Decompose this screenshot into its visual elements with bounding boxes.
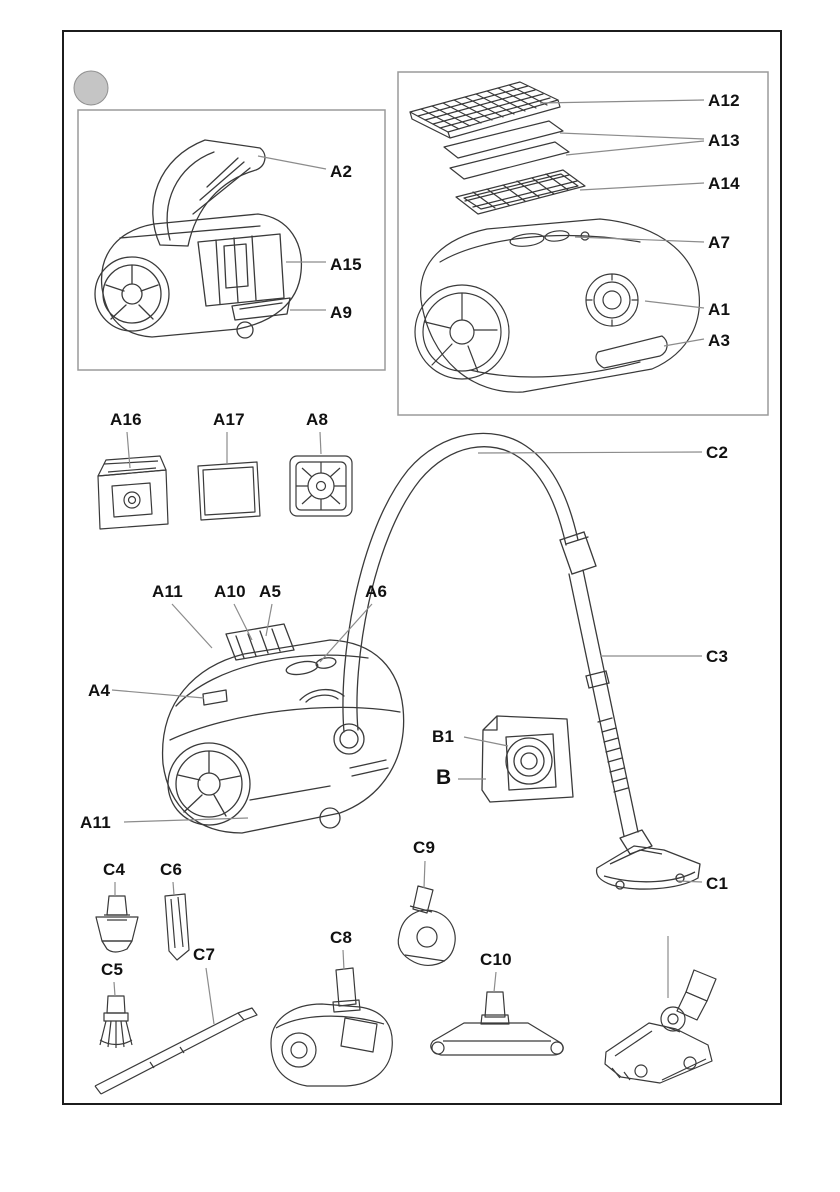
label-a9: A9: [330, 303, 353, 322]
turbo-brush-drawing: [270, 967, 393, 1087]
leader-c9: [423, 860, 426, 889]
leader-a16: [126, 431, 131, 469]
leader-c8: [342, 949, 345, 971]
flexible-crevice-drawing: [94, 1007, 258, 1095]
leader-a8: [319, 431, 322, 455]
label-a2: A2: [330, 162, 353, 181]
label-a7: A7: [708, 233, 731, 252]
leader-b1: [463, 736, 509, 747]
section-marker-circle: [73, 70, 109, 106]
inset-box-exploded: [397, 71, 769, 416]
label-a17: A17: [213, 410, 245, 429]
leader-c5: [113, 981, 116, 997]
label-a12: A12: [708, 91, 740, 110]
inset-box-open-lid: [77, 109, 386, 371]
label-c5: C5: [101, 960, 124, 979]
mini-turbo-drawing: [397, 885, 456, 966]
leader-c6: [172, 881, 175, 896]
label-b1: B1: [432, 727, 455, 746]
floor-nozzle-drawing: [595, 829, 701, 890]
leader-a5: [265, 603, 273, 637]
label-c3: C3: [706, 647, 729, 666]
telescopic-tube-drawing: [568, 569, 639, 837]
leader-a3: [663, 338, 705, 347]
label-a10: A10: [214, 582, 246, 601]
leader-a2: [257, 155, 327, 170]
leader-a12: [539, 99, 705, 104]
label-c8: C8: [330, 928, 353, 947]
label-a4: A4: [88, 681, 111, 700]
label-a11-top: A11: [152, 582, 183, 601]
label-a6: A6: [365, 582, 388, 601]
leader-a7: [574, 236, 705, 243]
label-b: B: [436, 766, 452, 789]
leader-a14: [579, 182, 705, 191]
label-a16: A16: [110, 410, 142, 429]
motor-filter-drawing: [289, 455, 353, 517]
label-c1: C1: [706, 874, 729, 893]
outer-frame: [62, 30, 782, 1105]
dust-bag-pack-drawing: [97, 455, 169, 530]
extra-floor-nozzle-drawing: [604, 969, 717, 1084]
crevice-nozzle-drawing: [164, 893, 190, 961]
label-c2: C2: [706, 443, 729, 462]
label-a1: A1: [708, 300, 731, 319]
leader-lines: [111, 99, 705, 1025]
leader-a10: [233, 603, 253, 641]
leader-c10: [493, 971, 497, 993]
leader-c1: [677, 880, 703, 883]
leader-a1: [644, 300, 705, 309]
label-a11-bottom: A11: [80, 813, 111, 832]
label-a3: A3: [708, 331, 731, 350]
brush-nozzle-drawing: [99, 995, 133, 1048]
leader-a13a: [559, 132, 705, 140]
label-a15: A15: [330, 255, 362, 274]
label-a13: A13: [708, 131, 740, 150]
label-c6: C6: [160, 860, 183, 879]
leader-c2: [477, 451, 703, 454]
label-c10: C10: [480, 950, 512, 969]
label-c9: C9: [413, 838, 436, 857]
label-c7: C7: [193, 945, 216, 964]
label-a14: A14: [708, 174, 740, 193]
leader-a4: [111, 689, 205, 699]
leader-c7: [205, 967, 215, 1025]
label-c4: C4: [103, 860, 126, 879]
filter-sheet-drawing: [197, 461, 261, 521]
dust-bag-drawing: [481, 715, 574, 803]
leader-a11-top: [171, 603, 213, 649]
leader-a13b: [565, 140, 705, 156]
parquet-nozzle-drawing: [430, 991, 564, 1056]
label-a8: A8: [306, 410, 329, 429]
label-a5: A5: [259, 582, 282, 601]
upholstery-nozzle-drawing: [95, 895, 139, 953]
leader-a11-bottom: [123, 817, 249, 823]
exploded-view-drawing: [409, 81, 700, 393]
open-lid-vacuum-drawing: [94, 139, 303, 339]
main-vacuum-drawing: [161, 623, 405, 834]
leader-a6: [319, 603, 373, 663]
